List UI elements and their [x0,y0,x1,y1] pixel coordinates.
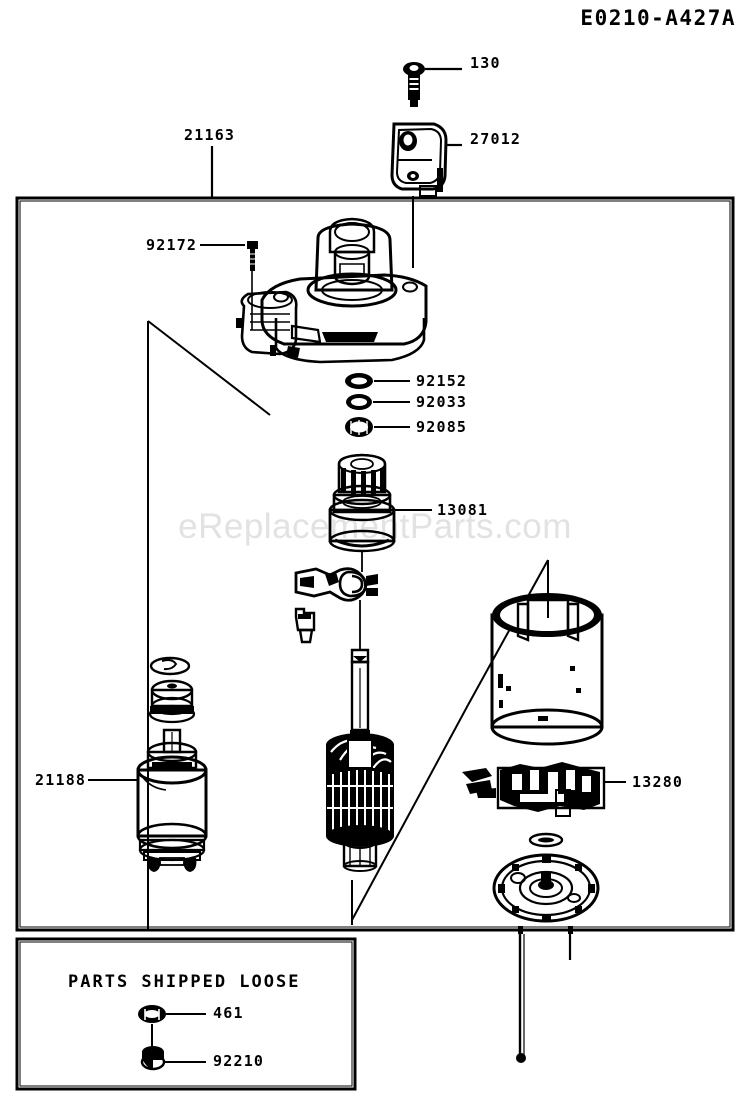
part-solenoid-21188 [88,656,208,872]
part-drive-housing [236,217,428,364]
callout-92033: 92033 [416,393,468,411]
callout-27012: 27012 [470,130,522,148]
part-spring-92085 [345,417,410,437]
assembly-frame [15,146,735,932]
callout-92172: 92172 [146,236,198,254]
part-snapring-92033 [346,394,410,410]
callout-461: 461 [213,1004,244,1022]
callout-92210: 92210 [213,1052,265,1070]
callout-13081: 13081 [437,501,489,519]
loose-part-nut-92210 [140,1046,206,1071]
part-bolt-130 [403,62,425,107]
callout-92085: 92085 [416,418,468,436]
part-armature [326,600,394,872]
part-brush-holder-13280 [462,762,626,817]
part-screw-92172 [200,241,258,330]
loose-parts-frame [15,937,357,1091]
callout-21163: 21163 [184,126,236,144]
callout-92152: 92152 [416,372,468,390]
part-end-cap [492,832,600,1063]
loose-box-title: PARTS SHIPPED LOOSE [68,972,301,992]
callout-21188: 21188 [35,771,87,789]
callout-leaders [425,67,462,147]
part-bracket-27012 [390,122,448,268]
part-pinion-13081 [328,453,432,572]
callout-13280: 13280 [632,773,684,791]
part-collar-92152 [345,373,410,389]
callout-130: 130 [470,54,501,72]
loose-part-washer-461 [138,1005,206,1052]
part-shift-fork [294,567,378,644]
part-field-yoke [490,560,604,746]
diagram-number: E0210-A427A [580,6,736,30]
